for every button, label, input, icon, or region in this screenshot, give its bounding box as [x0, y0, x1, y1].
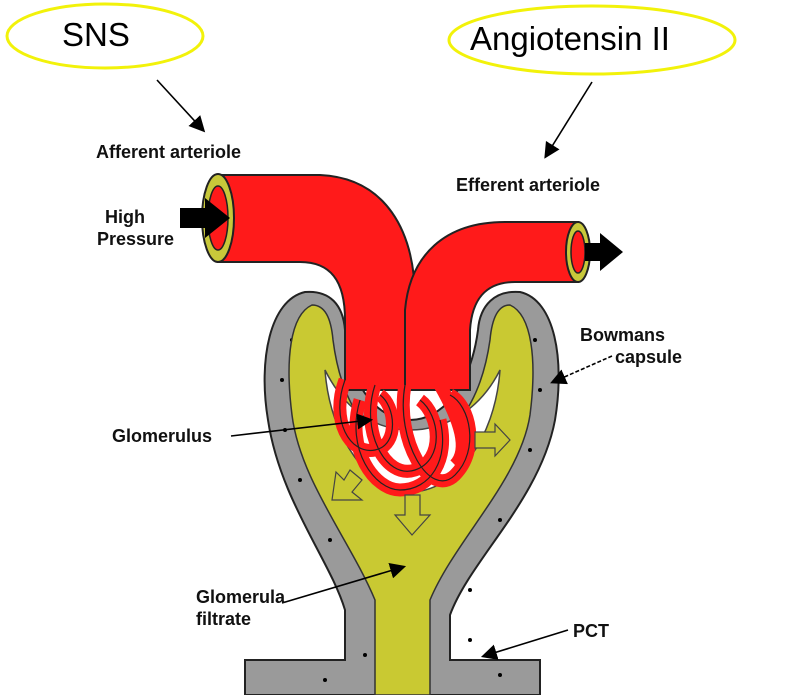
angiotensin-label: Angiotensin II [470, 20, 670, 57]
angiotensin-callout-oval [447, 4, 737, 76]
bowmans-capsule-label-line2: capsule [615, 347, 683, 367]
high-pressure-label-line1: High [105, 207, 145, 227]
pct-label: PCT [573, 621, 609, 641]
filtration-arrow-right-icon [474, 422, 511, 458]
sns-callout-oval [5, 2, 205, 70]
filtration-arrows [331, 422, 511, 536]
efferent-arteriole-label: Efferent arteriole [456, 175, 601, 195]
glomerular-filtrate-label-line1: Glomerula [196, 587, 286, 607]
pointer-lines [156, 79, 613, 660]
filtration-arrow-diag-icon [331, 469, 364, 501]
afferent-arteriole-label: Afferent arteriole [96, 142, 242, 162]
efferent-arteriole [404, 221, 579, 391]
glomerulus-label: Glomerulus [112, 426, 213, 446]
flow-arrows [180, 198, 623, 271]
outflow-arrow-icon [585, 233, 623, 271]
bowmans-capsule-label-line1: Bowmans [580, 325, 666, 345]
glomerular-filtrate-label-line2: filtrate [196, 609, 252, 629]
filtration-arrow-down-icon [393, 494, 432, 536]
inflow-arrow-icon [180, 198, 230, 238]
capsule-dots [280, 338, 542, 682]
high-pressure-label-line2: Pressure [97, 229, 175, 249]
sns-label: SNS [62, 16, 130, 53]
